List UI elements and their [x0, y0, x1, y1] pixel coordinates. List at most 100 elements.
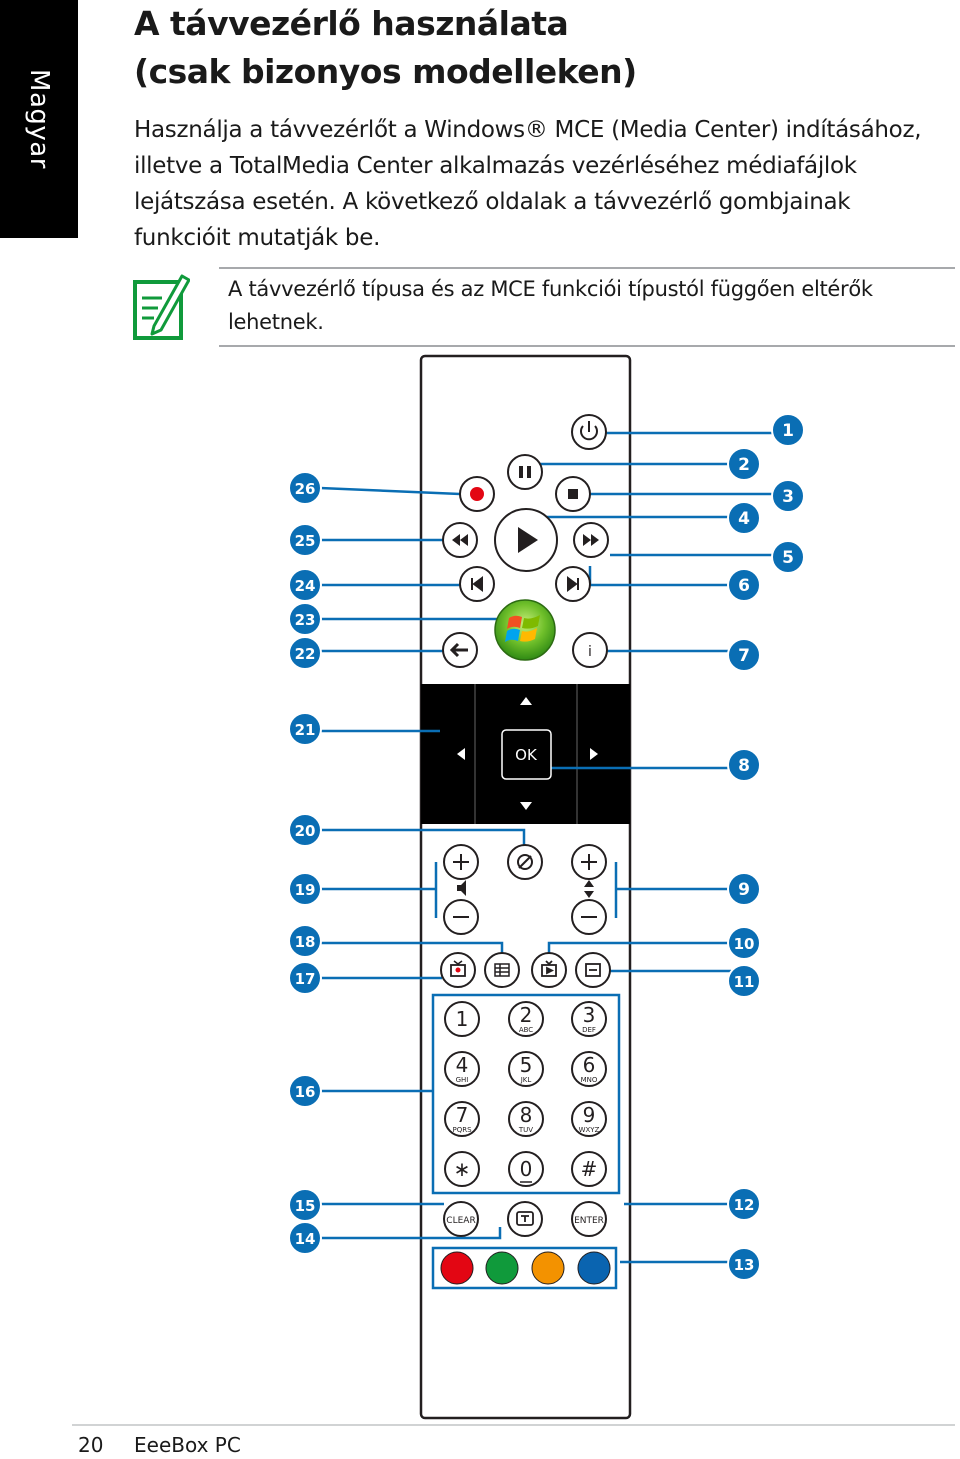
callout-number: 4 — [738, 509, 750, 529]
product-name: EeeBox PC — [134, 1433, 241, 1457]
note-line: lehetnek. — [228, 310, 324, 334]
callout-badge — [727, 748, 761, 782]
callout-number: 13 — [734, 1256, 755, 1274]
note-line: A távvezérlő típusa és az MCE funkciói t… — [228, 277, 873, 301]
callout-badge — [727, 1247, 761, 1281]
keypad-button[interactable] — [571, 1001, 607, 1037]
ok-button[interactable] — [501, 729, 552, 780]
intro-paragraph: Használja a távvezérlőt a Windows® MCE (… — [134, 112, 954, 256]
callout-badge — [288, 872, 322, 906]
callout-number: 21 — [295, 721, 316, 739]
keypad-letters: PQRS — [452, 1126, 472, 1134]
clear-button[interactable] — [443, 1201, 479, 1237]
keypad-button[interactable] — [508, 1101, 544, 1137]
keypad-button[interactable] — [444, 1101, 480, 1137]
callout-number: 6 — [738, 576, 750, 596]
stop-icon — [568, 489, 578, 499]
mute-icon — [517, 854, 533, 870]
info-label: i — [588, 644, 592, 660]
callout-badges: 1234567891011121326252423222120191817161… — [288, 413, 805, 1281]
color-button[interactable] — [440, 1251, 474, 1285]
keypad-button[interactable] — [444, 1051, 480, 1087]
pause-icon — [519, 466, 531, 478]
callout-number: 20 — [295, 822, 316, 840]
callout-number: 10 — [734, 935, 755, 953]
callout-number: 23 — [295, 611, 316, 629]
callout-badge — [771, 413, 805, 447]
callout-badge — [771, 479, 805, 513]
callout-number: 22 — [295, 645, 316, 663]
windows-start-button[interactable] — [494, 599, 556, 661]
enter-button[interactable] — [571, 1201, 607, 1237]
color-button[interactable] — [485, 1251, 519, 1285]
remote-body — [419, 354, 632, 1420]
pause-button[interactable] — [507, 454, 543, 490]
fast-forward-icon — [583, 534, 599, 546]
keypad-button[interactable] — [444, 1001, 480, 1037]
keypad-letters: MNO — [581, 1076, 598, 1084]
callout-badge — [727, 501, 761, 535]
recorded-tv-icon — [450, 960, 466, 977]
nav-up-icon[interactable] — [520, 697, 532, 705]
callout-badge — [288, 568, 322, 602]
callout-badge — [727, 447, 761, 481]
keypad-button[interactable] — [508, 1151, 544, 1187]
keypad-button[interactable] — [444, 1151, 480, 1187]
callout-lines — [319, 431, 775, 1290]
color-buttons — [440, 1251, 611, 1285]
keypad-button[interactable] — [508, 1051, 544, 1087]
callout-badge — [727, 964, 761, 998]
page-title: A távvezérlő használata (csak bizonyos m… — [134, 0, 637, 96]
callout-badge — [727, 872, 761, 906]
callout-number: 17 — [295, 970, 316, 988]
keypad-letters: JKL — [520, 1076, 532, 1084]
keypad-digit: ∗ — [454, 1157, 471, 1181]
callout-badge — [727, 568, 761, 602]
play-icon — [518, 527, 538, 553]
nav-right-icon[interactable] — [590, 748, 598, 760]
keypad-button[interactable] — [571, 1101, 607, 1137]
keypad-letters: WXYZ — [579, 1126, 600, 1134]
skip-back-icon — [471, 576, 483, 592]
callout-number: 9 — [738, 880, 750, 900]
intro-line: Használja a távvezérlőt a Windows® MCE (… — [134, 117, 922, 143]
skip-forward-icon — [567, 576, 579, 592]
nav-down-icon[interactable] — [520, 802, 532, 810]
callout-number: 14 — [295, 1230, 316, 1248]
color-button[interactable] — [531, 1251, 565, 1285]
plus-icon — [453, 854, 469, 870]
callout-number: 24 — [295, 577, 316, 595]
note-divider-bottom — [219, 345, 955, 347]
color-button[interactable] — [577, 1251, 611, 1285]
nav-left-icon[interactable] — [457, 748, 465, 760]
page-number: 20 — [78, 1433, 104, 1457]
callout-badge — [727, 1187, 761, 1221]
callout-number: 26 — [295, 480, 316, 498]
callout-number: 18 — [295, 933, 316, 951]
keypad-button[interactable] — [571, 1151, 607, 1187]
keypad-button[interactable] — [571, 1051, 607, 1087]
note-pencil-icon — [133, 274, 190, 340]
live-tv-icon — [541, 960, 557, 977]
keypad-button[interactable] — [508, 1001, 544, 1037]
keypad-digit: 9 — [583, 1103, 596, 1127]
callout-badge — [288, 813, 322, 847]
callout-number: 5 — [782, 548, 794, 568]
keypad-letters: GHI — [456, 1076, 469, 1084]
callout-badge — [727, 638, 761, 672]
guide-icon — [494, 963, 510, 977]
record-icon — [470, 487, 484, 501]
keypad-digit: 1 — [456, 1007, 469, 1031]
intro-line: illetve a TotalMedia Center alkalmazás v… — [134, 153, 857, 179]
channel-arrows-icon — [584, 880, 594, 898]
keypad-digit: 2 — [520, 1003, 533, 1027]
info-button[interactable] — [572, 632, 608, 668]
callout-number: 1 — [782, 421, 794, 441]
windows-logo-icon — [505, 615, 540, 642]
callout-badge — [288, 712, 322, 746]
keypad-digit: 3 — [583, 1003, 596, 1027]
intro-line: lejátszása esetén. A következő oldalak a… — [134, 189, 851, 215]
guide-button[interactable] — [484, 952, 520, 988]
callout-number: 3 — [782, 487, 794, 507]
